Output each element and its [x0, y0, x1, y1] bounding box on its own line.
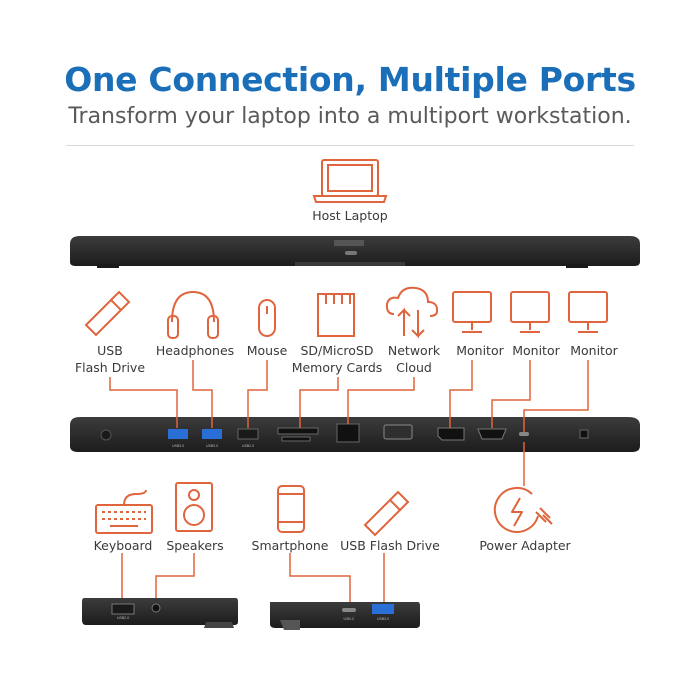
monitor-icon [452, 291, 492, 333]
network-cloud-icon [385, 286, 439, 339]
speakers-label: Speakers [166, 538, 224, 553]
keyboard-icon [95, 489, 153, 534]
mouse-icon [258, 299, 276, 337]
headphones-icon [167, 290, 219, 339]
host-laptop-label: Host Laptop [312, 208, 388, 223]
page-subtitle: Transform your laptop into a multiport w… [68, 104, 632, 129]
dock-side-right [270, 602, 420, 630]
page-title: One Connection, Multiple Ports [64, 60, 636, 99]
usb-flash-drive-2-label: USB Flash Drive [340, 538, 440, 553]
dock-top-view [70, 236, 640, 268]
usb30-side-label: USB3.0 [377, 617, 389, 621]
connector-lines-bottom [121, 553, 385, 604]
smartphone-icon [277, 485, 305, 533]
speaker-icon [175, 482, 213, 532]
divider [66, 145, 634, 146]
usb20-side-label: USB2.0 [117, 616, 129, 620]
usb-flash-drive-icon [84, 290, 131, 337]
sd-card-icon [317, 293, 355, 337]
usb30-port-label-2: USB3.0 [206, 444, 218, 448]
power-adapter-label: Power Adapter [479, 538, 571, 553]
usbc-side-label: USB-C [344, 617, 355, 621]
connector-lines-top [109, 360, 589, 486]
monitor-2-label: Monitor [512, 343, 560, 358]
laptop-icon [312, 159, 388, 203]
power-adapter-icon [493, 487, 553, 533]
headphones-label: Headphones [155, 343, 235, 358]
keyboard-label: Keyboard [93, 538, 153, 553]
dock-side-left [82, 598, 238, 628]
smartphone-label: Smartphone [251, 538, 329, 553]
monitor-1-label: Monitor [456, 343, 504, 358]
monitor-icon [510, 291, 550, 333]
monitor-icon [568, 291, 608, 333]
usb30-port-label: USB3.0 [172, 444, 184, 448]
mouse-label: Mouse [246, 343, 288, 358]
usb20-port-label: USB2.0 [242, 444, 254, 448]
monitor-3-label: Monitor [570, 343, 618, 358]
usb-flash-drive-icon [363, 490, 410, 537]
dock-front-view [70, 417, 640, 452]
